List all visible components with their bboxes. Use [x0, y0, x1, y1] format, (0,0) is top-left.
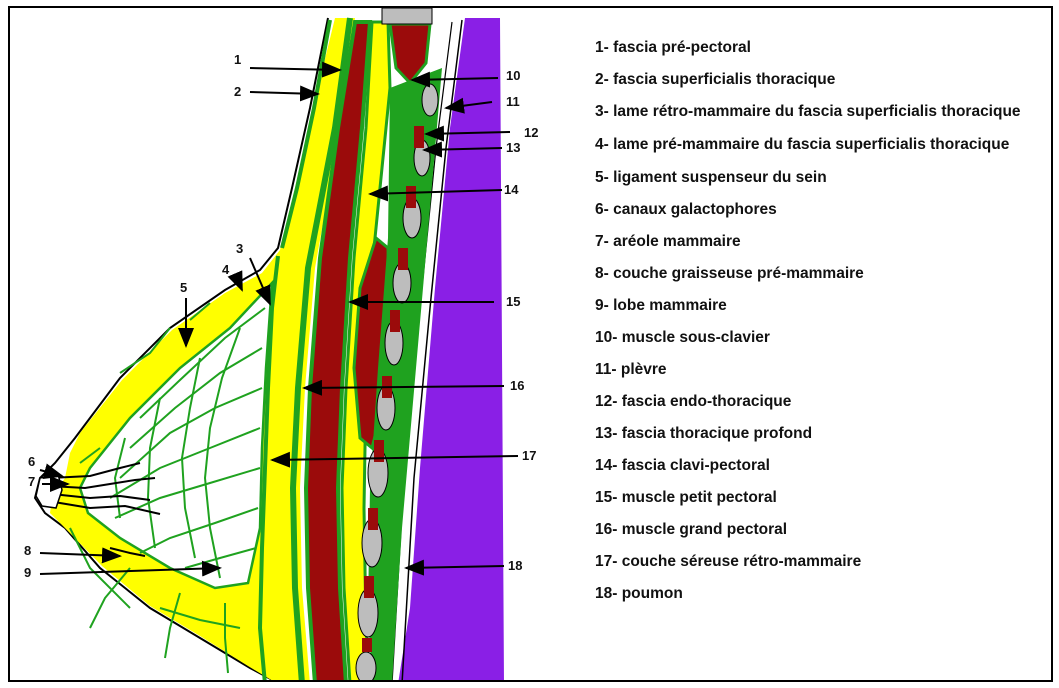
callout-11: 11 [506, 94, 520, 109]
callout-14: 14 [504, 182, 518, 197]
callout-2: 2 [234, 84, 241, 99]
callout-12: 12 [524, 125, 538, 140]
callout-9: 9 [24, 565, 31, 580]
legend-item: 15- muscle petit pectoral [595, 488, 1050, 507]
legend-list: 1- fascia pré-pectoral 2- fascia superfi… [595, 38, 1050, 616]
callout-18: 18 [508, 558, 522, 573]
legend-item: 14- fascia clavi-pectoral [595, 456, 1050, 475]
legend-item: 8- couche graisseuse pré-mammaire [595, 264, 1050, 283]
legend-item: 4- lame pré-mammaire du fascia superfici… [595, 135, 1050, 154]
figure-frame: 1 2 3 4 5 6 7 8 9 10 11 12 13 14 15 16 1… [8, 6, 1053, 682]
callout-10: 10 [506, 68, 520, 83]
areola [36, 474, 62, 508]
callout-3: 3 [236, 241, 243, 256]
legend-item: 10- muscle sous-clavier [595, 328, 1050, 347]
legend-item: 16- muscle grand pectoral [595, 520, 1050, 539]
callout-5: 5 [180, 280, 187, 295]
callout-17: 17 [522, 448, 536, 463]
callout-7: 7 [28, 474, 35, 489]
legend-item: 9- lobe mammaire [595, 296, 1050, 315]
callout-8: 8 [24, 543, 31, 558]
legend-item: 1- fascia pré-pectoral [595, 38, 1050, 57]
legend-item: 11- plèvre [595, 360, 1050, 379]
legend-item: 7- aréole mammaire [595, 232, 1050, 251]
legend-item: 13- fascia thoracique profond [595, 424, 1050, 443]
clavicle [382, 8, 432, 24]
subclavius-muscle [390, 24, 430, 83]
legend-item: 18- poumon [595, 584, 1050, 603]
callout-16: 16 [510, 378, 524, 393]
legend-item: 17- couche séreuse rétro-mammaire [595, 552, 1050, 571]
legend-item: 2- fascia superficialis thoracique [595, 70, 1050, 89]
callout-13: 13 [506, 140, 520, 155]
legend-item: 3- lame rétro-mammaire du fascia superfi… [595, 102, 1050, 121]
callout-4: 4 [222, 262, 229, 277]
legend-item: 6- canaux galactophores [595, 200, 1050, 219]
legend-item: 12- fascia endo-thoracique [595, 392, 1050, 411]
callout-6: 6 [28, 454, 35, 469]
legend-item: 5- ligament suspenseur du sein [595, 168, 1050, 187]
callout-15: 15 [506, 294, 520, 309]
callout-1: 1 [234, 52, 241, 67]
